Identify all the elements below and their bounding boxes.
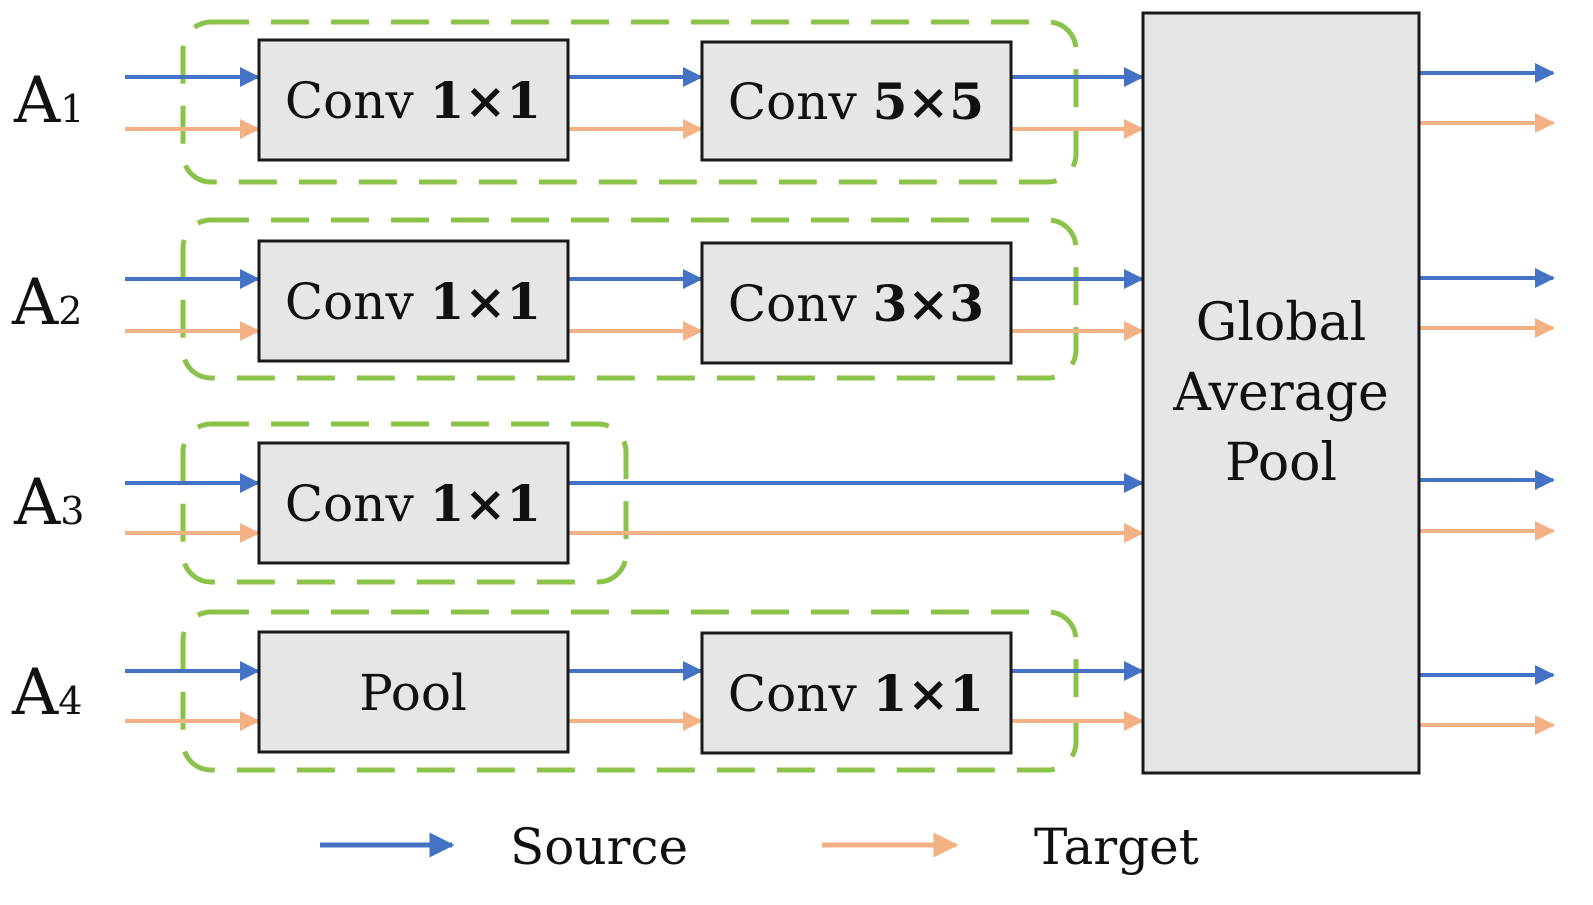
layer-label: Conv 5×5: [728, 72, 984, 131]
row-label: A3: [13, 466, 84, 540]
global-average-pool: Global Average Pool: [1141, 11, 1421, 775]
group-outline-row-1: [180, 19, 1079, 185]
group-outlines: [180, 19, 1079, 773]
layer-box: [700, 40, 1013, 162]
row-label: A2: [11, 266, 82, 340]
layer-label: Pool: [359, 664, 467, 722]
layer-label: Conv 1×1: [285, 272, 541, 331]
legend-target-label: Target: [1034, 818, 1199, 876]
group-outline-row-3: [180, 421, 629, 585]
layer-box: [257, 38, 570, 162]
row-2: A2 Conv 1×1 Conv 3×3: [11, 239, 1013, 365]
legend: Source Target: [320, 818, 1199, 876]
gap-label-line-2: Average: [1172, 363, 1389, 423]
layer-label: Conv 1×1: [285, 71, 541, 130]
gap-label-line-3: Pool: [1225, 433, 1337, 493]
legend-source-label: Source: [510, 818, 688, 876]
row-label: A4: [11, 656, 82, 730]
layer-box: [257, 630, 570, 754]
gap-label-line-1: Global: [1196, 293, 1366, 353]
layer-box: [700, 241, 1013, 365]
row-3: A3 Conv 1×1: [13, 441, 570, 565]
group-outline-row-4: [180, 609, 1079, 773]
group-outline-row-2: [180, 217, 1079, 381]
layer-box: [700, 631, 1013, 755]
gap-box: [1141, 11, 1421, 775]
row-4: A4 Pool Conv 1×1: [11, 630, 1013, 755]
row-1: A1 Conv 1×1 Conv 5×5: [13, 38, 1013, 162]
layer-box: [257, 441, 570, 565]
layer-label: Conv 3×3: [728, 274, 984, 333]
layer-box: [257, 239, 570, 363]
layer-label: Conv 1×1: [285, 474, 541, 533]
layer-label: Conv 1×1: [728, 664, 984, 723]
arrows: [125, 63, 1555, 735]
row-label: A1: [13, 64, 84, 138]
